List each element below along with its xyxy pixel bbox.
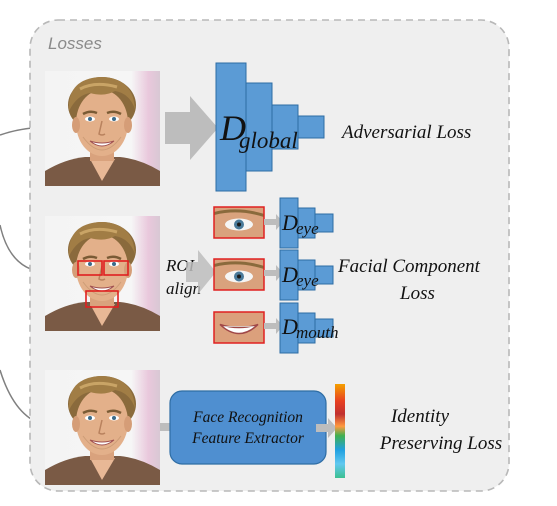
roi-boxes xyxy=(77,260,129,308)
extractor-line2: Feature Extractor xyxy=(191,430,305,447)
arrow-eye-1 xyxy=(264,214,283,230)
facial-loss-line2: Loss xyxy=(399,283,435,304)
identity-loss-line1: Identity xyxy=(390,406,450,427)
component-row: ROI align D eye D eye xyxy=(45,197,481,354)
face-image-identity xyxy=(45,370,160,485)
mouth-discriminator xyxy=(279,302,334,354)
arrow-mouth xyxy=(264,318,283,334)
feature-extractor-box xyxy=(169,390,327,465)
eye-disc-2-main: D xyxy=(281,262,298,287)
arrow-eye-2 xyxy=(264,265,283,281)
identity-row: Face Recognition Feature Extractor Ident… xyxy=(45,370,502,485)
face-image-global xyxy=(45,71,160,186)
global-disc-sub: global xyxy=(239,128,298,153)
roi-box-right-eye xyxy=(103,260,129,276)
global-disc-main: D xyxy=(219,108,246,148)
roi-box-left-eye xyxy=(77,260,103,276)
eye-crop-1 xyxy=(214,207,264,238)
arrow-to-global-disc xyxy=(165,96,218,160)
roi-box-mouth xyxy=(85,290,119,308)
eye-disc-1-sub: eye xyxy=(296,219,319,238)
eye-disc-1-main: D xyxy=(281,210,298,235)
feature-vector xyxy=(335,384,345,478)
eye-disc-2-sub: eye xyxy=(296,271,319,290)
arrow-roi-align xyxy=(186,250,216,294)
mouth-crop xyxy=(214,312,264,343)
extractor-line1: Face Recognition xyxy=(192,409,303,426)
eye-discriminator-1 xyxy=(279,197,334,249)
facial-loss-line1: Facial Component xyxy=(337,256,481,277)
adversarial-loss-label: Adversarial Loss xyxy=(340,122,471,143)
roi-label-line2: align xyxy=(166,279,201,298)
global-row: D global Adversarial Loss xyxy=(45,62,471,192)
eye-crop-2 xyxy=(214,259,264,290)
identity-loss-line2: Preserving Loss xyxy=(379,433,502,454)
mouth-disc-sub: mouth xyxy=(296,323,339,342)
global-discriminator xyxy=(215,62,325,192)
mouth-disc-main: D xyxy=(281,314,298,339)
arrow-to-feature xyxy=(316,418,337,438)
eye-discriminator-2 xyxy=(279,249,334,301)
panel-title: Losses xyxy=(48,34,102,53)
